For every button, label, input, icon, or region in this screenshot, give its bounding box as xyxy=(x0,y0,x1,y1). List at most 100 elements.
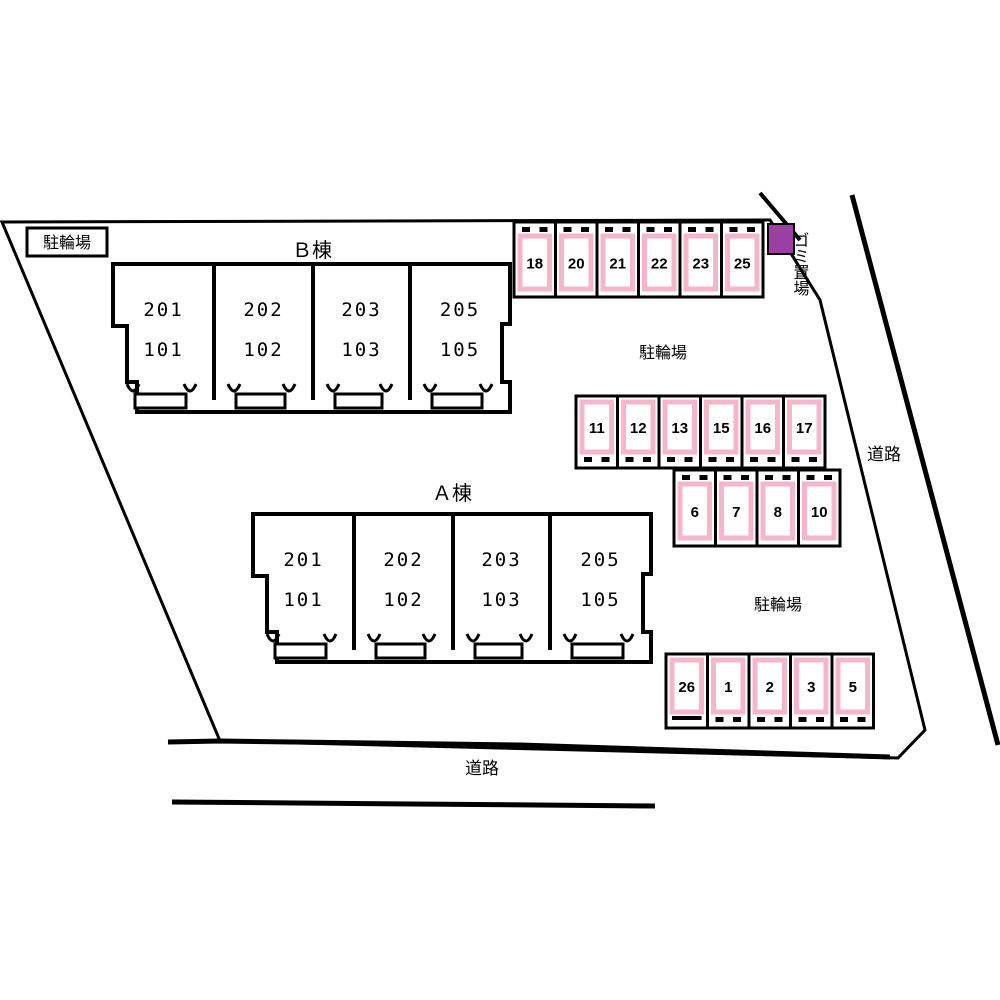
parking-wheel-stop xyxy=(765,475,773,480)
building-a-unit-lower: 105 xyxy=(580,589,620,611)
parking-wheel-stop xyxy=(809,457,817,462)
parking-wheel-stop xyxy=(601,457,610,462)
building-a-entrance xyxy=(273,642,328,660)
garbage-area-marker xyxy=(767,223,795,255)
parking-slot xyxy=(794,657,829,715)
building-b-step-detail xyxy=(325,383,394,393)
parking-slot xyxy=(745,399,780,455)
parking-slot-number: 5 xyxy=(849,679,857,696)
building-a-unit-upper: 205 xyxy=(580,549,620,571)
building-a-label: Ａ棟 xyxy=(432,481,472,505)
road-bottom-lower-line xyxy=(171,799,656,809)
parking-slot xyxy=(669,657,704,715)
parking-wheel-stop xyxy=(824,475,832,480)
parking-slot xyxy=(600,233,635,292)
parking-wheel-stop xyxy=(581,227,589,232)
parking-wheel-stop xyxy=(699,475,708,480)
parking-wheel-stop xyxy=(840,717,848,722)
parking-slot xyxy=(752,657,787,715)
building-b-unit-lower: 105 xyxy=(440,339,480,361)
parking-slot-number: 11 xyxy=(589,420,605,437)
parking-wheel-stop xyxy=(782,475,791,480)
building-b-unit-lower: 101 xyxy=(143,339,183,361)
parking-wheel-stop xyxy=(857,717,866,722)
parking-wheel-stop xyxy=(741,475,749,480)
parking-slot xyxy=(835,657,870,715)
parking-wheel-stop xyxy=(729,227,738,232)
building-a-unit-lower: 101 xyxy=(283,589,323,611)
parking-wheel-stop xyxy=(643,457,651,462)
building-b-unit-lower: 103 xyxy=(341,339,381,361)
parking-slot xyxy=(517,233,552,292)
parking-slot-number: 20 xyxy=(568,256,585,273)
building-a-outline xyxy=(251,512,653,664)
parking-slot-number: 22 xyxy=(651,256,668,273)
parking-slot xyxy=(579,399,614,455)
parking-slot xyxy=(662,399,697,455)
parking-slot xyxy=(719,481,754,541)
building-a-unit-upper: 201 xyxy=(283,549,323,571)
parking-slot-number: 7 xyxy=(732,504,740,521)
building-a-step-detail xyxy=(465,633,534,643)
parking-wheel-stop xyxy=(563,227,572,232)
parking-wheel-stop xyxy=(774,717,783,722)
parking-wheel-stop xyxy=(806,475,815,480)
parking-slot-number: 13 xyxy=(671,420,688,437)
parking-slot-number: 23 xyxy=(692,256,709,273)
building-a: 201 101 202 102 203 103 205 105 xyxy=(251,512,653,664)
parking-wheel-stop xyxy=(816,717,824,722)
building-b-entrance xyxy=(430,392,484,410)
building-b-step-detail xyxy=(422,383,494,393)
parking-wheel-stop xyxy=(791,457,800,462)
parking-slot xyxy=(677,481,712,541)
parking-wheel-stop xyxy=(646,227,655,232)
building-b-entrance xyxy=(333,392,384,410)
parking-wheel-stop xyxy=(798,717,807,722)
building-a-unit-upper: 202 xyxy=(383,549,423,571)
parking-wheel-stop xyxy=(605,227,613,232)
parking-slot-number: 6 xyxy=(691,504,699,521)
building-a-unit-lower: 102 xyxy=(383,589,423,611)
building-a-entrance xyxy=(570,642,625,660)
parking-wheel-stop xyxy=(664,227,672,232)
parking-slot-number: 18 xyxy=(526,256,543,273)
parking-wheel-stop xyxy=(539,227,548,232)
building-a-unit-upper: 203 xyxy=(481,549,521,571)
parking-slot-number: 21 xyxy=(609,256,626,273)
building-a-step-detail xyxy=(265,633,338,643)
parking-upper-label: 駐輪場 xyxy=(639,343,687,362)
building-a-unit-lower: 103 xyxy=(481,589,521,611)
parking-wheel-stop xyxy=(726,457,734,462)
parking-slot-number: 26 xyxy=(678,679,695,696)
parking-wheel-stop xyxy=(767,457,776,462)
parking-slot xyxy=(802,481,837,541)
building-b-step-detail xyxy=(226,383,297,393)
building-a-entrance xyxy=(473,642,524,660)
parking-slot-number: 8 xyxy=(774,504,782,521)
building-b-unit-upper: 203 xyxy=(341,299,381,321)
parking-wheel-stop xyxy=(715,717,724,722)
parking-slot-number: 12 xyxy=(630,420,647,437)
parking-slot-number: 2 xyxy=(766,679,774,696)
building-b-label: Ｂ棟 xyxy=(292,238,332,262)
parking-slot-number: 1 xyxy=(724,679,732,696)
parking-slot xyxy=(711,657,746,715)
building-b-unit-lower: 102 xyxy=(243,339,283,361)
building-a-step-detail xyxy=(366,633,437,643)
parking-slot xyxy=(760,481,795,541)
building-a-step-detail xyxy=(562,633,635,643)
parking-row-top: 18 20 21 22 23 25 xyxy=(512,220,765,299)
parking-wheel-stop xyxy=(667,457,675,462)
building-b-outline xyxy=(111,262,512,414)
parking-slot-number: 15 xyxy=(713,420,730,437)
parking-slot-number: 25 xyxy=(734,256,751,273)
parking-slot-number: 17 xyxy=(796,420,813,437)
parking-wheel-stop xyxy=(522,227,530,232)
building-b-entrance xyxy=(234,392,287,410)
parking-slot xyxy=(725,233,760,292)
